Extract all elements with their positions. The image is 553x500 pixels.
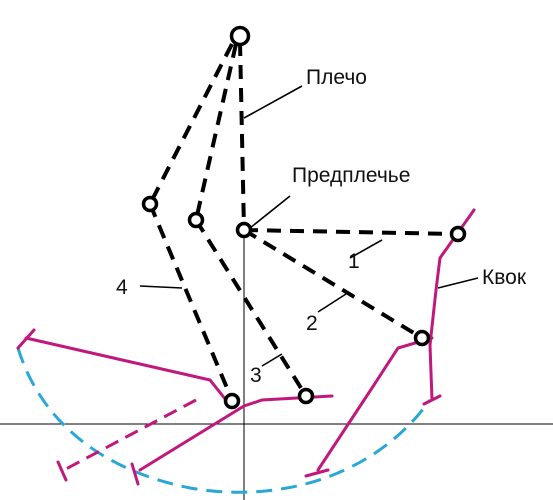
cue-line-dashed: [63, 398, 197, 472]
hand-joint-2-icon: [413, 329, 431, 347]
leader-shoulder: [243, 85, 303, 119]
label-cue: Квок: [482, 266, 527, 289]
leader-4: [139, 285, 183, 289]
leader-cue: [437, 277, 479, 289]
cue-positions: [16, 208, 476, 486]
cue-tip-3: [130, 462, 140, 486]
leader-forearm: [249, 195, 291, 229]
cue-tip-1: [422, 394, 442, 406]
label-position-2: 2: [306, 312, 318, 335]
label-forearm: Предплечье: [292, 164, 410, 187]
label-position-4: 4: [116, 276, 128, 299]
cue-line-4: [24, 336, 228, 402]
upper-arm-segments: [148, 41, 246, 231]
joints: [141, 25, 467, 410]
upper-arm-3: [194, 43, 238, 221]
hand-joint-3-icon: [297, 387, 315, 405]
label-shoulder: Плечо: [306, 66, 367, 89]
leader-1: [349, 239, 383, 259]
elbow-joint-3-icon: [187, 211, 205, 229]
hand-joint-4-icon: [223, 392, 241, 410]
elbow-joint-1-icon: [235, 221, 253, 239]
cue-tip-4: [16, 328, 36, 350]
shoulder-joint-icon: [229, 25, 251, 47]
label-position-3: 3: [250, 364, 262, 387]
forearm-segments: [148, 203, 459, 401]
forearm-4: [148, 203, 234, 401]
leader-3: [261, 353, 283, 367]
cue-line-1: [428, 208, 476, 402]
leader-lines: [139, 85, 479, 367]
cue-line-2: [316, 336, 434, 472]
cue-tip-arc: [16, 347, 432, 494]
elbow-joint-4-icon: [141, 195, 159, 213]
forearm-3: [194, 218, 308, 398]
hand-joint-1-icon: [449, 225, 467, 243]
upper-arm-4: [148, 43, 234, 205]
cue-tip-dashed: [56, 460, 68, 482]
forearm-2: [242, 228, 424, 340]
forearm-1: [243, 228, 459, 236]
cue-line-3: [138, 394, 334, 472]
label-position-1: 1: [348, 250, 360, 273]
leader-2: [317, 293, 347, 313]
cue-tip-2: [304, 468, 330, 478]
upper-arm-1: [238, 41, 246, 231]
